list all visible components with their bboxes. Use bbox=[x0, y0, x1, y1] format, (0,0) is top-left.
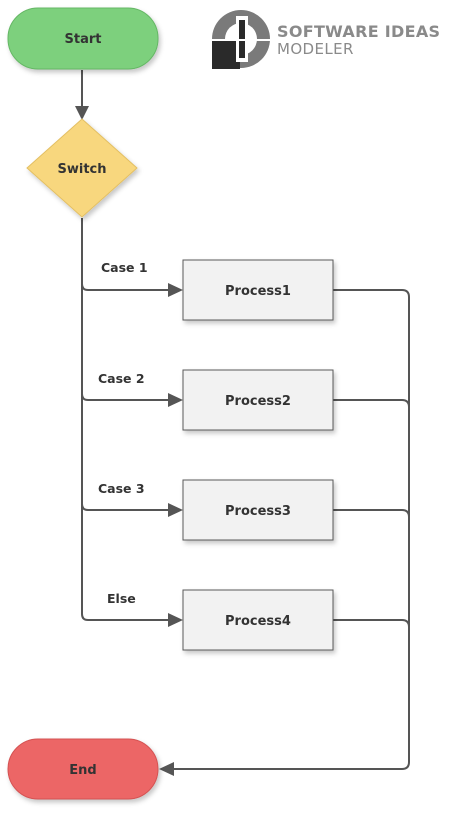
process3-node-label: Process3 bbox=[225, 504, 291, 519]
edge-case3 bbox=[81, 503, 176, 511]
edge-label-case3: Case 3 bbox=[98, 481, 145, 496]
edge-case2-arrowhead bbox=[168, 393, 183, 407]
edge-label-case1: Case 1 bbox=[101, 260, 148, 275]
edge-case3-arrowhead bbox=[168, 503, 183, 517]
edge-label-else: Else bbox=[107, 591, 136, 606]
start-node[interactable]: Start bbox=[7, 7, 159, 70]
process3-node[interactable]: Process3 bbox=[182, 479, 334, 541]
edge-process3-to-end bbox=[333, 509, 410, 518]
edge-process1-to-end bbox=[166, 289, 410, 770]
start-node-label: Start bbox=[65, 32, 102, 47]
edges bbox=[75, 70, 410, 776]
edge-process2-to-end bbox=[333, 399, 410, 408]
process2-node-label: Process2 bbox=[225, 394, 291, 409]
logo-text-line1: SOFTWARE IDEAS bbox=[277, 22, 440, 41]
edge-case1 bbox=[81, 283, 176, 291]
switch-node-label: Switch bbox=[57, 162, 106, 177]
edge-to-end-arrowhead bbox=[159, 762, 174, 776]
end-node-label: End bbox=[69, 763, 96, 778]
edge-else-arrowhead bbox=[168, 613, 183, 627]
edge-start-to-switch-arrowhead bbox=[75, 106, 89, 120]
process1-node[interactable]: Process1 bbox=[182, 259, 334, 321]
process2-node[interactable]: Process2 bbox=[182, 369, 334, 431]
edge-process4-to-end bbox=[333, 619, 410, 628]
end-node[interactable]: End bbox=[7, 738, 159, 800]
edge-switch-trunk bbox=[81, 218, 176, 621]
edge-case2 bbox=[81, 393, 176, 401]
logo-text-line2: MODELER bbox=[277, 40, 354, 58]
logo-mark-icon bbox=[212, 10, 270, 69]
edge-label-case2: Case 2 bbox=[98, 371, 145, 386]
edge-case1-arrowhead bbox=[168, 283, 183, 297]
process4-node[interactable]: Process4 bbox=[182, 589, 334, 651]
process4-node-label: Process4 bbox=[225, 614, 291, 629]
switch-decision-node[interactable]: Switch bbox=[26, 118, 138, 218]
software-ideas-modeler-logo: SOFTWARE IDEAS MODELER bbox=[212, 10, 440, 69]
process1-node-label: Process1 bbox=[225, 284, 291, 299]
